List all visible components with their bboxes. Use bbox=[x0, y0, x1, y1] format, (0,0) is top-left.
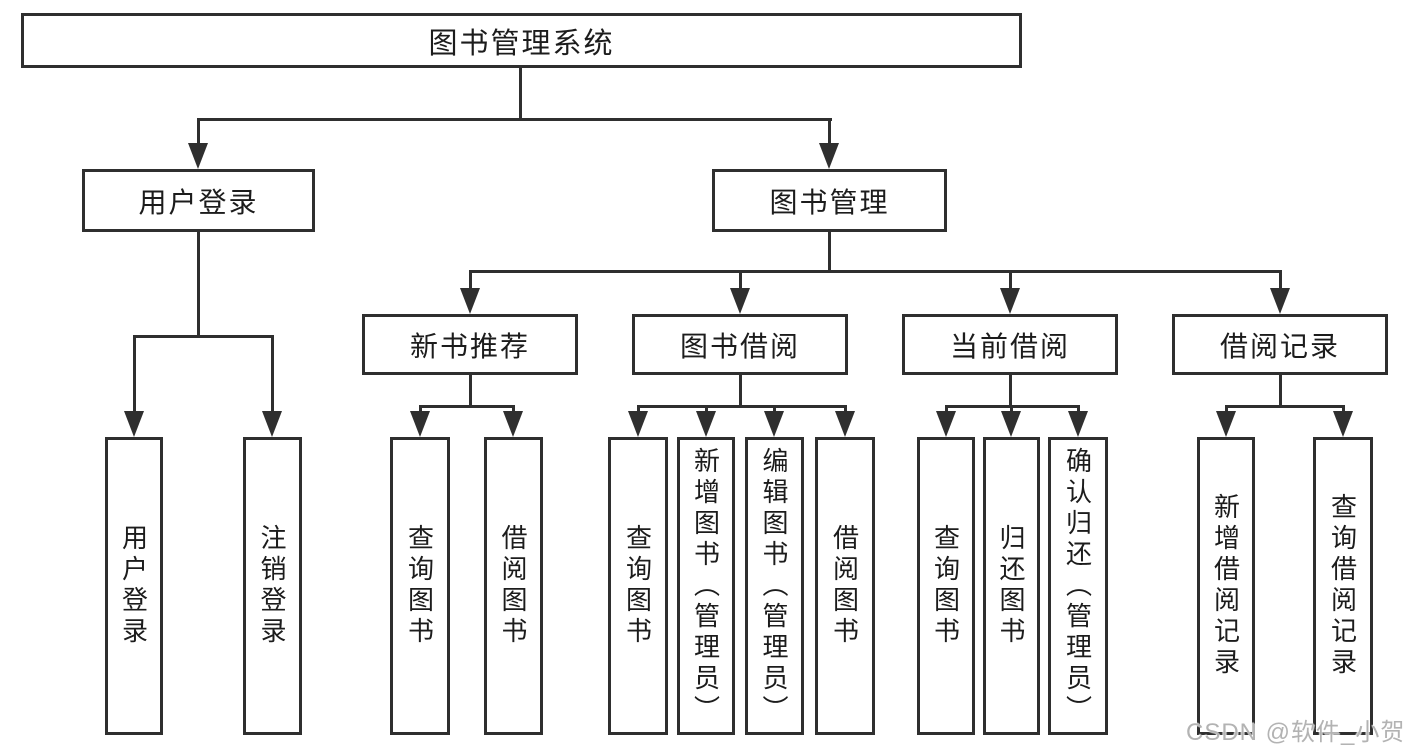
leaf-nb-query-books: 查询图书 bbox=[390, 437, 450, 735]
connector-borrow-records-stub bbox=[1279, 273, 1282, 288]
leaf-nb-query-books-label: 查询图书 bbox=[404, 524, 435, 648]
leaf-bb-edit-books-admin: 编辑图书（管理员） bbox=[745, 437, 804, 735]
connector-leaf-stub bbox=[1077, 405, 1080, 411]
connector-borrow-records-vertical bbox=[1279, 375, 1282, 405]
csdn-watermark: CSDN @软件_小贺同学 bbox=[1186, 719, 1405, 746]
leaf-br-query-borrow-record: 查询借阅记录 bbox=[1313, 437, 1373, 735]
connector-level3-horizontal bbox=[469, 270, 1282, 273]
connector-leaf-stub bbox=[705, 405, 708, 411]
node-root: 图书管理系统 bbox=[21, 13, 1022, 68]
down-arrow-icon bbox=[696, 411, 716, 437]
node-root-label: 图书管理系统 bbox=[428, 27, 615, 60]
connector-book-management-stub bbox=[828, 121, 831, 143]
connector-leaf-stub bbox=[1010, 405, 1013, 411]
down-arrow-icon bbox=[460, 288, 480, 314]
connector-leaf-stub bbox=[637, 405, 640, 411]
down-arrow-icon bbox=[835, 411, 855, 437]
node-book-borrow: 图书借阅 bbox=[632, 314, 848, 375]
leaf-logout: 注销登录 bbox=[243, 437, 302, 735]
node-new-book-recommend: 新书推荐 bbox=[362, 314, 578, 375]
connector-leaf-stub bbox=[844, 405, 847, 411]
node-book-management: 图书管理 bbox=[712, 169, 947, 232]
leaf-br-add-borrow-record-label: 新增借阅记录 bbox=[1210, 493, 1241, 679]
leaf-bb-query-books: 查询图书 bbox=[608, 437, 668, 735]
connector-leaf-stub bbox=[1342, 405, 1345, 411]
node-borrow-records: 借阅记录 bbox=[1172, 314, 1388, 375]
connector-new-book-stub bbox=[469, 273, 472, 288]
connector-book-management-vertical bbox=[828, 232, 831, 270]
node-book-management-label: 图书管理 bbox=[769, 186, 890, 218]
connector-borrow-records-horizontal bbox=[1225, 405, 1345, 408]
connector-new-book-horizontal bbox=[419, 405, 515, 408]
node-borrow-records-label: 借阅记录 bbox=[1219, 330, 1340, 362]
connector-user-login-horizontal bbox=[133, 335, 274, 338]
leaf-bb-query-books-label: 查询图书 bbox=[622, 524, 653, 648]
connector-book-borrow-vertical bbox=[739, 375, 742, 405]
connector-root-vertical bbox=[519, 68, 522, 118]
connector-leaf-stub bbox=[512, 405, 515, 411]
down-arrow-icon bbox=[1333, 411, 1353, 437]
leaf-br-query-borrow-record-label: 查询借阅记录 bbox=[1327, 493, 1358, 679]
node-user-login-label: 用户登录 bbox=[138, 186, 259, 218]
down-arrow-icon bbox=[1216, 411, 1236, 437]
leaf-nb-borrow-books-label: 借阅图书 bbox=[498, 524, 528, 648]
connector-leaf-login-stub bbox=[133, 338, 136, 411]
down-arrow-icon bbox=[410, 411, 430, 437]
down-arrow-icon bbox=[764, 411, 784, 437]
down-arrow-icon bbox=[819, 143, 839, 169]
down-arrow-icon bbox=[730, 288, 750, 314]
leaf-cb-confirm-return-admin-label: 确认归还（管理员） bbox=[1062, 446, 1093, 726]
down-arrow-icon bbox=[262, 411, 282, 437]
node-new-book-recommend-label: 新书推荐 bbox=[409, 330, 530, 362]
connector-book-borrow-stub bbox=[739, 273, 742, 288]
connector-level1-horizontal bbox=[197, 118, 832, 121]
down-arrow-icon bbox=[1068, 411, 1088, 437]
leaf-cb-return-books: 归还图书 bbox=[983, 437, 1040, 735]
node-current-borrow-label: 当前借阅 bbox=[949, 330, 1070, 362]
leaf-user-login: 用户登录 bbox=[105, 437, 163, 735]
connector-leaf-logout-stub bbox=[271, 338, 274, 411]
connector-user-login-stub bbox=[197, 121, 200, 143]
leaf-cb-confirm-return-admin: 确认归还（管理员） bbox=[1048, 437, 1108, 735]
connector-leaf-stub bbox=[773, 405, 776, 411]
down-arrow-icon bbox=[503, 411, 523, 437]
node-user-login: 用户登录 bbox=[82, 169, 315, 232]
connector-book-borrow-horizontal bbox=[637, 405, 847, 408]
down-arrow-icon bbox=[1001, 411, 1021, 437]
down-arrow-icon bbox=[628, 411, 648, 437]
leaf-bb-add-books-admin-label: 新增图书（管理员） bbox=[690, 446, 721, 726]
leaf-br-add-borrow-record: 新增借阅记录 bbox=[1197, 437, 1255, 735]
leaf-cb-query-books-label: 查询图书 bbox=[930, 524, 961, 648]
connector-user-login-vertical bbox=[197, 232, 200, 335]
leaf-cb-query-books: 查询图书 bbox=[917, 437, 975, 735]
connector-new-book-vertical bbox=[469, 375, 472, 405]
leaf-logout-label: 注销登录 bbox=[257, 524, 287, 648]
leaf-bb-borrow-books: 借阅图书 bbox=[815, 437, 875, 735]
node-book-borrow-label: 图书借阅 bbox=[679, 330, 800, 362]
leaf-nb-borrow-books: 借阅图书 bbox=[484, 437, 543, 735]
connector-current-borrow-vertical bbox=[1009, 375, 1012, 405]
connector-current-borrow-stub bbox=[1009, 273, 1012, 288]
connector-leaf-stub bbox=[945, 405, 948, 411]
leaf-bb-borrow-books-label: 借阅图书 bbox=[829, 524, 860, 648]
down-arrow-icon bbox=[1000, 288, 1020, 314]
down-arrow-icon bbox=[1270, 288, 1290, 314]
node-current-borrow: 当前借阅 bbox=[902, 314, 1118, 375]
leaf-cb-return-books-label: 归还图书 bbox=[996, 524, 1026, 648]
leaf-user-login-label: 用户登录 bbox=[118, 524, 149, 648]
down-arrow-icon bbox=[188, 143, 208, 169]
down-arrow-icon bbox=[936, 411, 956, 437]
connector-leaf-stub bbox=[1225, 405, 1228, 411]
connector-leaf-stub bbox=[419, 405, 422, 411]
leaf-bb-add-books-admin: 新增图书（管理员） bbox=[677, 437, 735, 735]
down-arrow-icon bbox=[124, 411, 144, 437]
leaf-bb-edit-books-admin-label: 编辑图书（管理员） bbox=[759, 446, 789, 726]
